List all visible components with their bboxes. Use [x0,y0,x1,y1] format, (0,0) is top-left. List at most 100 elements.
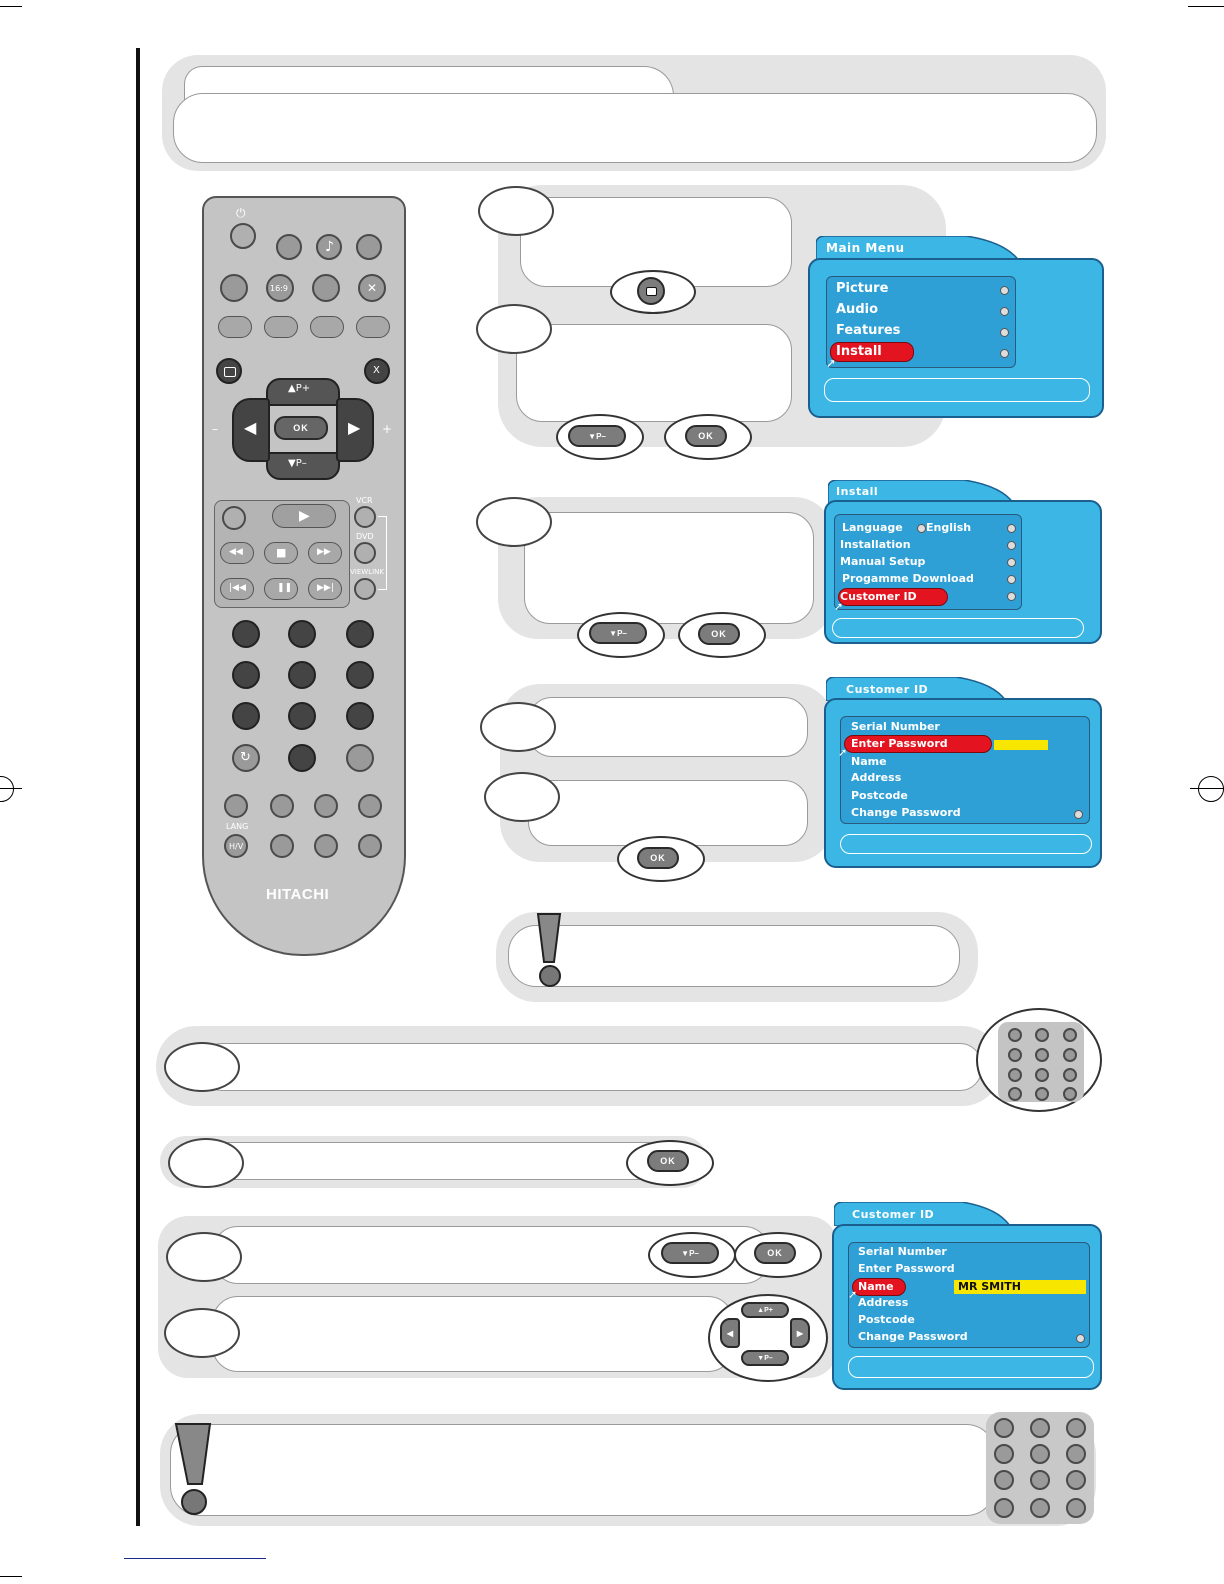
dvd-mode-button[interactable] [354,542,376,564]
menu-item-installation[interactable]: Installation [840,538,911,551]
menu-item-name[interactable]: Name [858,1280,894,1293]
number-button[interactable] [288,702,316,730]
ok-button[interactable]: OK [647,1150,689,1172]
number-button[interactable] [232,661,260,689]
vcr-mode-button[interactable] [354,506,376,528]
menu-item-features[interactable]: Features [836,323,901,338]
red-button[interactable] [218,316,252,338]
pause-button[interactable]: ❚❚ [264,578,298,600]
dpad-down[interactable] [266,452,340,480]
fast-forward-button[interactable]: ▶▶ [308,542,342,564]
function-button[interactable] [270,794,294,818]
audio-button[interactable]: ♪ [316,234,342,260]
green-button[interactable] [264,316,298,338]
source-button[interactable] [220,274,248,302]
aspect-button[interactable]: 16:9 [266,274,294,302]
next-button[interactable]: ▶▶| [308,578,342,600]
cursor-icon: ➚ [834,601,844,613]
function-button[interactable] [358,794,382,818]
step-circle [484,772,560,822]
ok-button[interactable]: OK [754,1242,796,1264]
p-minus-button[interactable]: ▼P– [741,1350,789,1366]
menu-item-manual-setup[interactable]: Manual Setup [840,555,926,568]
hv-button[interactable]: H/V [224,834,248,858]
instruction-box [212,1296,734,1372]
rewind-button[interactable]: ◀◀ [220,542,254,564]
mute-button[interactable]: ✕ [358,274,386,302]
menu-item-address[interactable]: Address [858,1296,909,1309]
menu-item-change-password[interactable]: Change Password [851,806,961,819]
previous-button[interactable]: |◀◀ [220,578,254,600]
keypad-illustration [976,1008,1102,1112]
dpad-left[interactable]: ◀ [232,398,270,462]
step-circle [480,702,556,752]
function-button[interactable] [314,834,338,858]
menu-item-audio[interactable]: Audio [836,302,879,317]
ok-button[interactable]: OK [637,847,679,869]
guide-button[interactable] [312,274,340,302]
p-plus-button[interactable]: ▲P+ [741,1302,789,1318]
menu-item-enter-password[interactable]: Enter Password [858,1262,955,1275]
number-button[interactable] [288,661,316,689]
menu-item-picture[interactable]: Picture [836,281,889,296]
blue-button[interactable] [356,316,390,338]
picture-button[interactable] [276,234,302,260]
menu-item-serial-number[interactable]: Serial Number [851,720,940,733]
menu-item-install[interactable]: Install [836,344,882,359]
number-button[interactable] [288,620,316,648]
stop-button[interactable]: ■ [264,542,298,564]
p-minus-button[interactable]: ▼P– [568,425,626,447]
yellow-button[interactable] [310,316,344,338]
number-button [1035,1048,1049,1062]
menu-button-illustration[interactable] [637,277,665,305]
menu-item-programme-download[interactable]: Progamme Download [842,572,974,585]
dpad-right[interactable]: ▶ [336,398,374,462]
number-button[interactable] [346,702,374,730]
remote-ok-button[interactable]: OK [274,416,328,440]
viewlink-mode-button[interactable] [354,578,376,600]
menu-item-postcode[interactable]: Postcode [851,789,908,802]
left-button[interactable]: ◀ [720,1318,740,1348]
brand-logo: HITACHI [266,886,330,903]
number-button[interactable] [232,702,260,730]
standby-button[interactable] [230,223,256,249]
menu-item-postcode[interactable]: Postcode [858,1313,915,1326]
menu-item-address[interactable]: Address [851,771,902,784]
menu-item-serial-number[interactable]: Serial Number [858,1245,947,1258]
number-button[interactable] [232,620,260,648]
teletext-button[interactable] [356,234,382,260]
number-button[interactable] [346,661,374,689]
ok-button[interactable]: OK [698,623,740,645]
step-circle [166,1232,242,1282]
step-circle [476,497,552,547]
p-minus-button[interactable]: ▼P– [589,622,647,644]
next-icon: ▶▶| [317,583,334,593]
number-button[interactable] [346,620,374,648]
function-button[interactable] [224,794,248,818]
password-field[interactable] [994,740,1048,750]
p-minus-button[interactable]: ▼P– [661,1242,719,1264]
status-bar [848,1356,1094,1378]
menu-item-language[interactable]: Language [842,521,903,534]
record-button[interactable] [222,506,246,530]
number-button[interactable] [288,744,316,772]
menu-item-name[interactable]: Name [851,755,887,768]
play-button[interactable]: ▶ [272,504,336,528]
function-button[interactable] [358,834,382,858]
function-button[interactable] [314,794,338,818]
book-button[interactable] [346,744,374,772]
menu-button[interactable] [216,358,242,384]
swap-button[interactable]: ↻ [232,744,260,772]
exit-button[interactable]: X [364,358,390,384]
name-field[interactable] [954,1280,1086,1294]
menu-item-enter-password[interactable]: Enter Password [851,737,948,750]
menu-item-change-password[interactable]: Change Password [858,1330,968,1343]
keypad-illustration [986,1412,1094,1524]
dpad: ▲P+ ▼P– ◀ ▶ OK [232,378,374,480]
right-button[interactable]: ▶ [790,1318,810,1348]
dpad-up[interactable] [266,378,340,406]
submenu-arrow-icon [1000,328,1009,337]
ok-button[interactable]: OK [685,425,727,447]
function-button[interactable] [270,834,294,858]
menu-item-customer-id[interactable]: Customer ID [840,590,917,603]
